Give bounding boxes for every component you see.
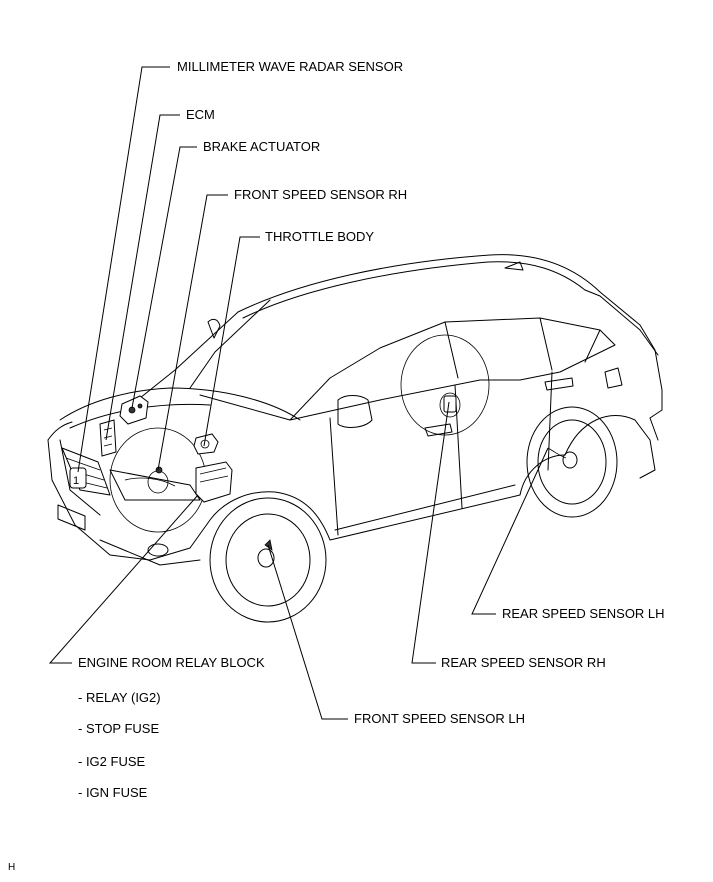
label-front-speed-sensor-lh: FRONT SPEED SENSOR LH	[354, 711, 525, 726]
rear-right-wheel	[400, 334, 490, 436]
leader-engine-room-relay-block	[48, 494, 199, 664]
leader-rear-speed-sensor-lh	[471, 447, 549, 615]
label-ecm: ECM	[186, 107, 215, 122]
leader-throttle-body	[203, 236, 260, 447]
label-rear-speed-sensor-lh: REAR SPEED SENSOR LH	[502, 606, 665, 621]
label-front-speed-sensor-rh: FRONT SPEED SENSOR RH	[234, 187, 408, 202]
leader-front-speed-sensor-rh	[157, 194, 228, 471]
front-speed-sensor-rh-part	[155, 466, 163, 474]
relay-block-item: - RELAY (IG2)	[78, 690, 161, 705]
label-throttle-body: THROTTLE BODY	[265, 229, 375, 244]
label-millimeter-wave-radar-sensor: MILLIMETER WAVE RADAR SENSOR	[177, 59, 404, 74]
corner-code: H	[8, 862, 16, 873]
relay-block-item: - STOP FUSE	[78, 721, 160, 736]
front-left-wheel	[209, 497, 327, 623]
label-rear-speed-sensor-rh: REAR SPEED SENSOR RH	[441, 655, 606, 670]
leader-rear-speed-sensor-rh	[411, 401, 450, 664]
rear-speed-sensor-lh-part	[547, 447, 567, 459]
rear-speed-sensor-rh-part	[443, 395, 457, 413]
millimeter-wave-radar-sensor-part: 1	[69, 467, 87, 489]
relay-block-item: - IGN FUSE	[78, 785, 148, 800]
leader-millimeter-wave-radar-sensor	[77, 66, 170, 473]
relay-block-item: - IG2 FUSE	[78, 754, 146, 769]
label-engine-room-relay-block: ENGINE ROOM RELAY BLOCK	[78, 655, 265, 670]
svg-text:1: 1	[73, 475, 79, 487]
rear-left-wheel	[526, 406, 618, 518]
label-brake-actuator: BRAKE ACTUATOR	[203, 139, 321, 154]
brake-actuator-part	[119, 395, 149, 425]
leader-front-speed-sensor-lh	[267, 544, 348, 720]
leader-ecm	[105, 114, 180, 441]
leader-brake-actuator	[131, 146, 197, 409]
engine-room-relay-block-part	[195, 461, 233, 503]
